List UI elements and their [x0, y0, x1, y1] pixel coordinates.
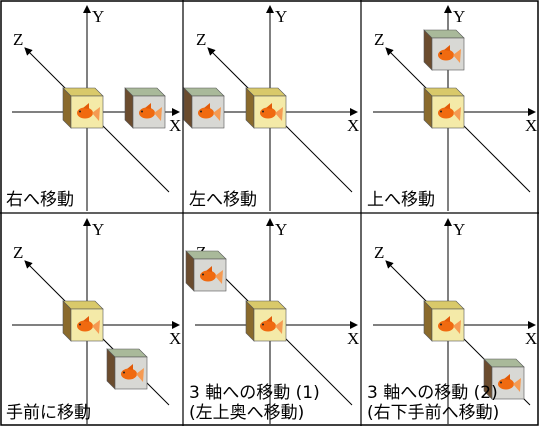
- caption-line: 右へ移動: [6, 190, 74, 210]
- origin-cube: [423, 300, 465, 342]
- moved-cube: [183, 87, 225, 129]
- caption-line: 3 軸への移動 (2): [367, 383, 498, 403]
- z-axis-label: Z: [374, 30, 384, 49]
- moved-cube: [483, 358, 525, 400]
- x-axis-label: X: [169, 116, 181, 135]
- panel-content: X Y Z 左へ移動: [183, 5, 359, 211]
- x-axis-label: X: [347, 329, 359, 348]
- caption-line: 左へ移動: [189, 190, 257, 210]
- goldfish-icon: [77, 316, 100, 334]
- x-axis-label: X: [525, 116, 537, 135]
- panel-content: X Y Z 右へ移動: [6, 5, 181, 211]
- origin-cube: [62, 300, 104, 342]
- goldfish-icon: [121, 364, 144, 382]
- y-axis-label: Y: [275, 7, 287, 26]
- x-axis-label: X: [169, 329, 181, 348]
- caption-line: 上へ移動: [367, 190, 435, 210]
- goldfish-icon: [260, 316, 283, 334]
- z-axis-label: Z: [13, 243, 23, 262]
- goldfish-icon: [260, 103, 283, 121]
- panel-left: X Y Z 左へ移動: [183, 5, 359, 211]
- caption-line: (右下手前へ移動): [367, 403, 499, 423]
- panel-up: X Y Z 上へ移動: [367, 5, 537, 211]
- moved-cube: [124, 87, 166, 129]
- y-axis-label: Y: [453, 220, 465, 239]
- origin-cube: [245, 87, 287, 129]
- y-axis-label: Y: [275, 220, 287, 239]
- y-axis-label: Y: [92, 7, 104, 26]
- moved-cube: [185, 250, 227, 292]
- moved-cube: [423, 29, 465, 71]
- axes: X Y Z: [373, 218, 537, 424]
- goldfish-icon: [77, 103, 100, 121]
- origin-cube: [423, 87, 465, 129]
- z-axis-label: Z: [374, 243, 384, 262]
- panel-content: X Y Z 上へ移動: [367, 5, 537, 211]
- caption-line: 手前に移動: [6, 403, 91, 423]
- x-axis-label: X: [347, 116, 359, 135]
- goldfish-icon: [198, 103, 221, 121]
- moved-cube: [106, 348, 148, 390]
- goldfish-icon: [438, 316, 461, 334]
- panel-content: X Y Z 3 軸への移動 (2)(右下手前へ移動): [367, 218, 537, 424]
- goldfish-icon: [139, 103, 162, 121]
- z-axis-label: Z: [196, 30, 206, 49]
- goldfish-icon: [498, 374, 521, 392]
- goldfish-icon: [438, 45, 461, 63]
- caption-line: (左上奥へ移動): [189, 403, 304, 423]
- origin-cube: [245, 300, 287, 342]
- caption-line: 3 軸への移動 (1): [189, 383, 320, 403]
- panel-right: X Y Z 右へ移動: [6, 5, 181, 211]
- z-axis-label: Z: [13, 30, 23, 49]
- panel-front: X Y Z 手前に移動: [6, 218, 181, 424]
- x-axis-label: X: [525, 329, 537, 348]
- goldfish-icon: [200, 266, 223, 284]
- y-axis-label: Y: [92, 220, 104, 239]
- y-axis-label: Y: [453, 7, 465, 26]
- panel-content: X Y Z 手前に移動: [6, 218, 181, 424]
- goldfish-icon: [438, 103, 461, 121]
- origin-cube: [62, 87, 104, 129]
- panel-diag2: X Y Z 3 軸への移動 (2)(右下手前へ移動): [367, 218, 537, 424]
